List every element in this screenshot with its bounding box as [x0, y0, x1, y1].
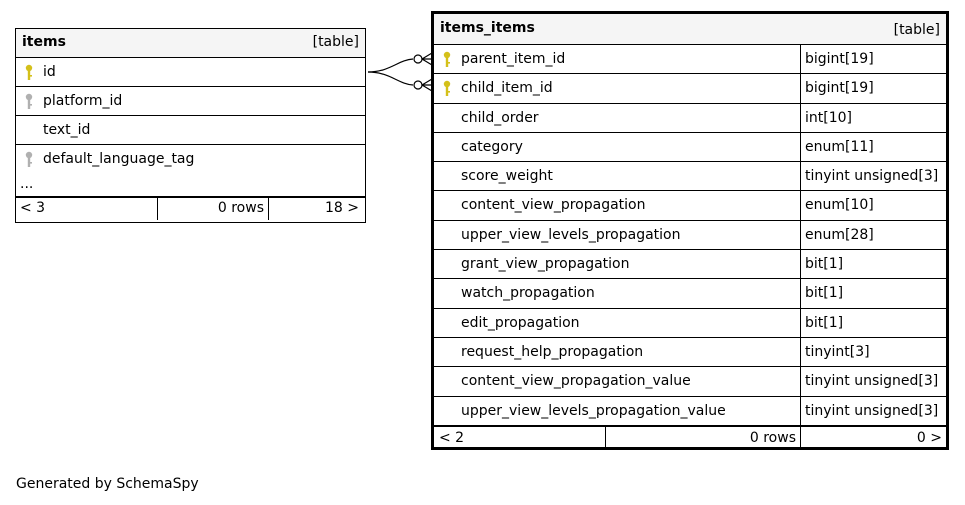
table-footer: < 2 0 rows 0 > — [434, 425, 946, 450]
column-row-grant-view-propagation[interactable]: grant_view_propagation bit[1] — [434, 250, 946, 280]
column-type: int[10] — [800, 103, 852, 132]
row-count: 0 rows — [157, 198, 268, 220]
column-row-parent-item-id[interactable]: parent_item_id bigint[19] — [434, 45, 946, 75]
table-name: items — [22, 34, 66, 50]
crows-foot-marker — [421, 52, 433, 66]
column-name: parent_item_id — [461, 51, 566, 67]
zero-cardinality-marker — [413, 54, 423, 64]
column-row-text-id[interactable]: text_id — [16, 116, 365, 145]
column-name: child_item_id — [461, 80, 553, 97]
primary-key-icon — [25, 64, 33, 80]
relationship-edge-child — [367, 71, 414, 86]
more-columns-row: ... — [16, 174, 365, 197]
column-name: score_weight — [461, 168, 553, 185]
column-type: tinyint unsigned[3] — [800, 396, 938, 425]
column-row-watch-propagation[interactable]: watch_propagation bit[1] — [434, 279, 946, 309]
column-row-upper-view-levels-propagation[interactable]: upper_view_levels_propagation enum[28] — [434, 220, 946, 251]
column-row-default-language-tag[interactable]: default_language_tag — [16, 145, 365, 174]
column-row-score-weight[interactable]: score_weight tinyint unsigned[3] — [434, 162, 946, 192]
column-name: request_help_propagation — [461, 343, 644, 360]
column-type: tinyint unsigned[3] — [800, 162, 938, 191]
table-kind: [table] — [893, 22, 940, 38]
parents-count[interactable]: < 2 — [439, 429, 465, 446]
parents-count[interactable]: < 3 — [20, 200, 46, 216]
column-row-id[interactable]: id — [16, 58, 365, 87]
column-name: platform_id — [43, 93, 123, 109]
foreign-key-icon — [25, 93, 33, 109]
table-header: items [table] — [16, 29, 365, 58]
column-name: upper_view_levels_propagation_value — [461, 402, 726, 419]
primary-key-icon — [443, 51, 451, 67]
schemaspy-credit: Generated by SchemaSpy — [16, 476, 199, 492]
column-row-platform-id[interactable]: platform_id — [16, 87, 365, 116]
foreign-key-icon — [25, 151, 33, 167]
column-type: bit[1] — [800, 279, 843, 308]
column-row-child-order[interactable]: child_order int[10] — [434, 103, 946, 133]
table-header: items_items [table] — [434, 14, 946, 45]
column-name: grant_view_propagation — [461, 256, 630, 273]
column-row-category[interactable]: category enum[11] — [434, 132, 946, 163]
column-type: bigint[19] — [800, 74, 874, 103]
column-type: enum[28] — [800, 220, 874, 250]
column-row-edit-propagation[interactable]: edit_propagation bit[1] — [434, 308, 946, 338]
row-count: 0 rows — [605, 426, 800, 450]
column-name: content_view_propagation_value — [461, 373, 691, 390]
column-type: enum[11] — [800, 132, 874, 162]
column-name: id — [43, 64, 56, 80]
table-footer: < 3 0 rows 18 > — [16, 197, 365, 220]
column-name: upper_view_levels_propagation — [461, 226, 681, 243]
column-name: category — [461, 138, 523, 155]
children-count[interactable]: 18 > — [268, 198, 365, 220]
table-kind: [table] — [312, 34, 359, 50]
column-type: bigint[19] — [800, 45, 874, 74]
primary-key-icon — [443, 81, 451, 97]
column-name: child_order — [461, 109, 539, 126]
column-name: edit_propagation — [461, 314, 580, 331]
column-row-content-view-propagation-value[interactable]: content_view_propagation_value tinyint un… — [434, 367, 946, 397]
column-type: enum[10] — [800, 191, 874, 220]
column-name: text_id — [43, 122, 91, 138]
column-row-upper-view-levels-propagation-value[interactable]: upper_view_levels_propagation_value tinyi… — [434, 396, 946, 426]
crows-foot-marker — [421, 78, 433, 92]
column-type: tinyint unsigned[3] — [800, 367, 938, 396]
more-columns-ellipsis: ... — [20, 176, 34, 192]
column-type: bit[1] — [800, 308, 843, 337]
children-count[interactable]: 0 > — [800, 426, 946, 450]
column-type: tinyint[3] — [800, 337, 870, 367]
table-name: items_items — [440, 20, 535, 36]
column-row-content-view-propagation[interactable]: content_view_propagation enum[10] — [434, 191, 946, 221]
column-row-child-item-id[interactable]: child_item_id bigint[19] — [434, 74, 946, 104]
column-type: bit[1] — [800, 250, 843, 279]
zero-cardinality-marker — [413, 80, 423, 90]
column-name: default_language_tag — [43, 151, 195, 167]
column-name: content_view_propagation — [461, 197, 646, 214]
relationship-edge-parent — [367, 58, 414, 73]
column-name: watch_propagation — [461, 285, 595, 302]
column-row-request-help-propagation[interactable]: request_help_propagation tinyint[3] — [434, 337, 946, 368]
